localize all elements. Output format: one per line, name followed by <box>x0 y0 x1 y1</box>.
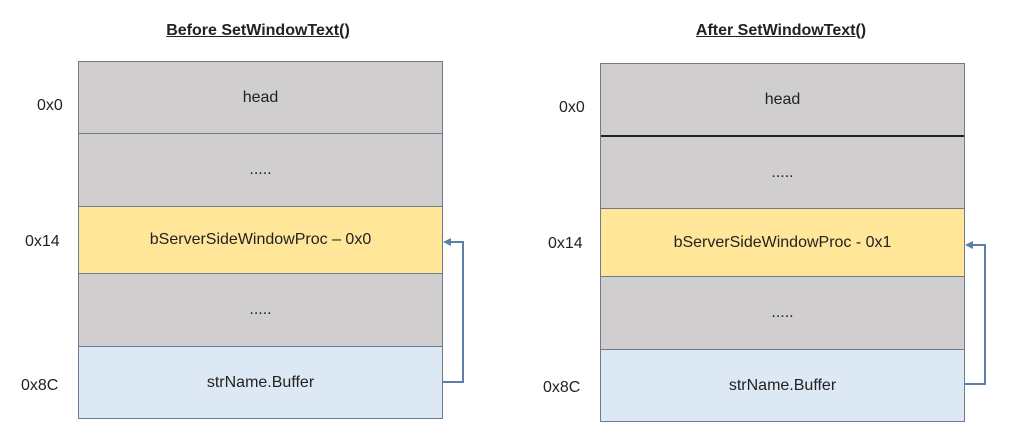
row-bserversidewindowproc: bServerSideWindowProc – 0x0 <box>79 207 442 274</box>
pointer-arrow-before <box>443 241 464 383</box>
after-title: After SetWindowText() <box>695 22 867 39</box>
row-ellipsis: ..... <box>601 277 964 350</box>
row-strname-buffer: strName.Buffer <box>79 347 442 418</box>
row-ellipsis: ..... <box>601 137 964 209</box>
offset-label: 0x14 <box>25 233 60 250</box>
pointer-arrow-after <box>965 244 986 385</box>
after-memory-layout: head ..... bServerSideWindowProc - 0x1 .… <box>600 63 965 422</box>
offset-label: 0x14 <box>548 235 583 252</box>
row-bserversidewindowproc: bServerSideWindowProc - 0x1 <box>601 209 964 277</box>
row-head: head <box>79 62 442 134</box>
offset-label: 0x0 <box>559 99 585 116</box>
row-ellipsis: ..... <box>79 134 442 207</box>
row-strname-buffer: strName.Buffer <box>601 350 964 421</box>
offset-label: 0x8C <box>21 377 59 394</box>
before-memory-layout: head ..... bServerSideWindowProc – 0x0 .… <box>78 61 443 419</box>
before-title: Before SetWindowText() <box>166 22 350 39</box>
row-ellipsis: ..... <box>79 274 442 347</box>
arrowhead-icon <box>443 238 451 246</box>
offset-label: 0x8C <box>543 379 581 396</box>
row-head: head <box>601 64 964 137</box>
arrowhead-icon <box>965 241 973 249</box>
offset-label: 0x0 <box>37 97 63 114</box>
